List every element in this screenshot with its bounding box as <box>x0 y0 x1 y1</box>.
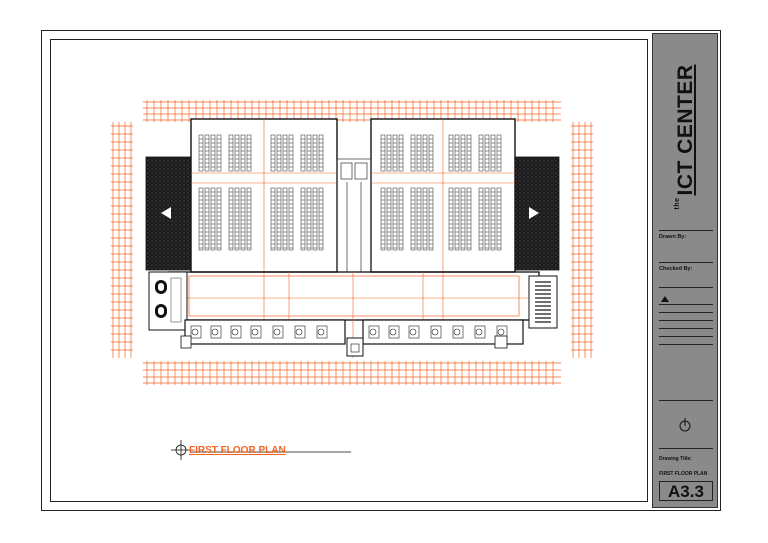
project-name: ICT CENTER <box>674 64 697 196</box>
revision-triangle-icon <box>661 296 669 302</box>
revision-line <box>659 336 713 337</box>
central-stair-core <box>336 158 372 273</box>
divider <box>659 287 713 288</box>
title-block: theICT CENTER Drawn By: Checked By: Draw… <box>652 33 718 508</box>
east-wing-arrow-icon <box>529 207 539 219</box>
floor-plan-drawing <box>111 100 593 460</box>
divider <box>659 448 713 449</box>
drawing-title-label: Drawing Title: <box>659 456 692 462</box>
east-entry-block <box>528 275 558 329</box>
right-dimension-lines <box>571 122 593 358</box>
divider <box>659 230 713 231</box>
west-entry-block <box>148 271 188 331</box>
project-title: theICT CENTER <box>657 52 715 222</box>
bottom-dimension-lines <box>143 361 561 385</box>
revision-line <box>659 344 713 345</box>
drawn-by-label: Drawn By: <box>659 234 687 240</box>
left-dimension-lines <box>111 122 133 358</box>
revision-line <box>659 312 713 313</box>
crosshair-marker-icon <box>171 440 351 460</box>
revision-line <box>659 328 713 329</box>
bottom-rooms <box>180 319 524 357</box>
revision-line <box>659 304 713 305</box>
revision-line <box>659 320 713 321</box>
plan-caption: FIRST FLOOR PLAN <box>189 445 286 456</box>
checked-by-label: Checked By: <box>659 266 693 272</box>
west-wing-arrow-icon <box>161 207 171 219</box>
north-arrow-icon <box>679 418 691 432</box>
seating-rows <box>198 134 502 251</box>
drawing-area: FIRST FLOOR PLAN <box>50 39 648 502</box>
project-prefix: the <box>674 197 681 210</box>
drawing-name: FIRST FLOOR PLAN <box>659 471 708 477</box>
divider <box>659 262 713 263</box>
drawing-sheet: FIRST FLOOR PLAN theICT CENTER Drawn By:… <box>41 30 721 511</box>
sheet-number: A3.3 <box>659 481 713 501</box>
divider <box>659 400 713 401</box>
